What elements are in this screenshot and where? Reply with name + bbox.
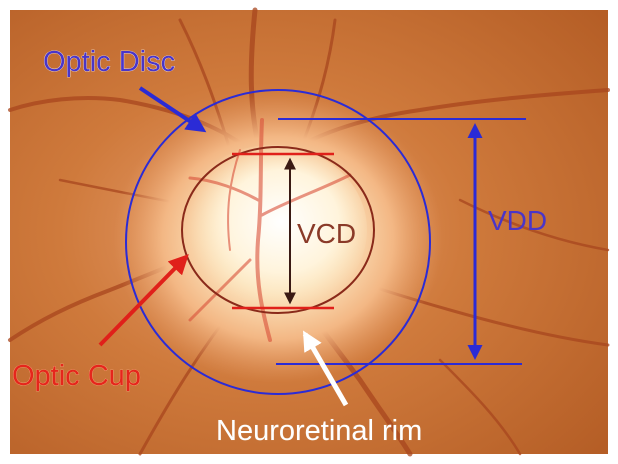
optic-disc-label: Optic Disc (43, 46, 175, 78)
vdd-label: VDD (488, 205, 547, 236)
vcd-label: VCD (297, 218, 356, 249)
optic-cup-label: Optic Cup (12, 360, 141, 392)
neuroretinal-rim-label: Neuroretinal rim (216, 415, 422, 447)
